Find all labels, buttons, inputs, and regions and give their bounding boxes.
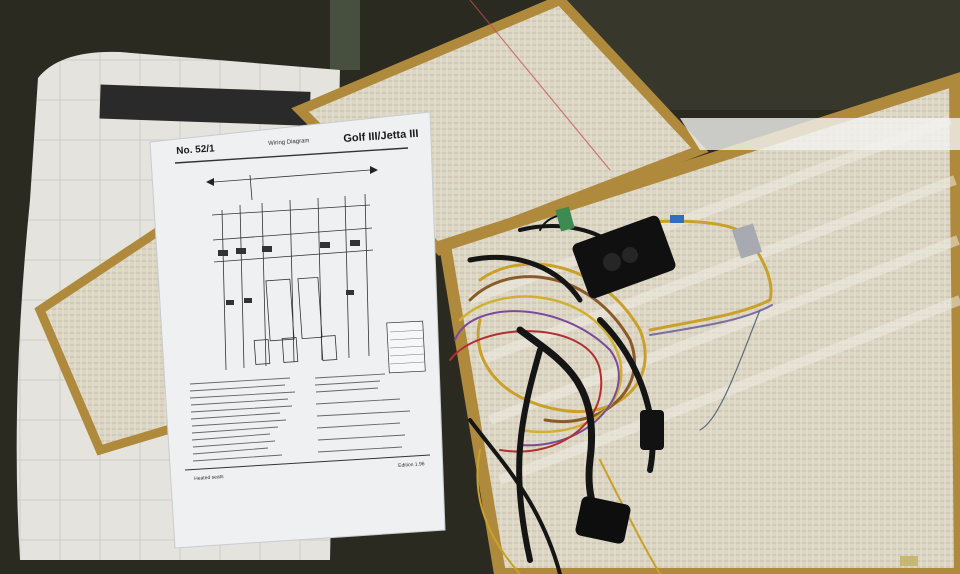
wiring-harness (449, 214, 773, 574)
blue-connector (670, 215, 684, 223)
grey-connector (731, 223, 763, 259)
wiring-diagram-sheet (149, 111, 446, 549)
black-plug (575, 496, 631, 544)
green-connector (555, 206, 575, 232)
